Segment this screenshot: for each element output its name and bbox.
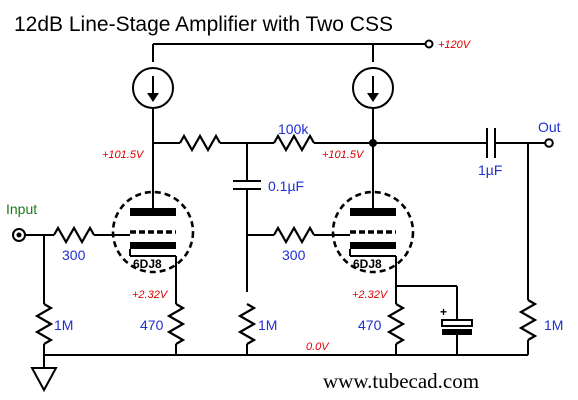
output-capacitor-value: 1µF (478, 162, 502, 178)
cathode-voltage-left-label: +2.32V (132, 289, 169, 301)
tube-left-label: 6DJ8 (133, 257, 162, 271)
cathode-resistor-right-value: 470 (358, 317, 382, 333)
grid-stopper-left-value: 300 (62, 247, 86, 263)
grid-stopper-right-value: 300 (282, 247, 306, 263)
diagram-title: 12dB Line-Stage Amplifier with Two CSS (14, 13, 393, 36)
mid-grid-leak-resistor (237, 303, 257, 355)
tube-left (111, 190, 195, 274)
output-terminal-label: Out (538, 119, 561, 135)
tube-right (331, 190, 415, 274)
output-capacitor (373, 128, 554, 158)
supply-voltage-label: +120V (438, 39, 472, 51)
website-text: www.tubecad.com (323, 369, 479, 393)
output-leak-value: 1M (544, 317, 563, 333)
ccs-left-symbol (132, 67, 174, 109)
cathode-resistor-left (166, 260, 186, 355)
input-grid-leak-value: 1M (54, 317, 73, 333)
feedback-resistor (273, 133, 373, 153)
left-plate-voltage-label: +101.5V (102, 149, 145, 161)
feedback-resistor-value: 100k (278, 121, 309, 137)
plate-link-resistor (153, 133, 274, 153)
ccs-right-symbol (352, 67, 394, 109)
cathode-resistor-right (386, 260, 457, 355)
bypass-capacitor (441, 286, 473, 355)
mid-grid-leak-value: 1M (258, 317, 277, 333)
grid-stopper-left (44, 225, 130, 245)
coupling-capacitor-mid (233, 143, 261, 292)
ground-symbol (30, 367, 58, 393)
ground-voltage-label: 0.0V (306, 341, 330, 353)
cathode-resistor-left-value: 470 (140, 317, 164, 333)
output-leak-resistor (518, 299, 538, 355)
input-grid-leak-resistor (34, 235, 54, 368)
supply-rail (152, 39, 434, 62)
input-label: Input (6, 201, 37, 217)
coupling-capacitor-mid-value: 0.1µF (268, 178, 304, 194)
grid-stopper-right (247, 225, 350, 245)
tube-right-label: 6DJ8 (353, 257, 382, 271)
cathode-voltage-right-label: +2.32V (352, 289, 389, 301)
bypass-polarity-mark: + (440, 305, 447, 319)
right-plate-voltage-label: +101.5V (322, 149, 365, 161)
